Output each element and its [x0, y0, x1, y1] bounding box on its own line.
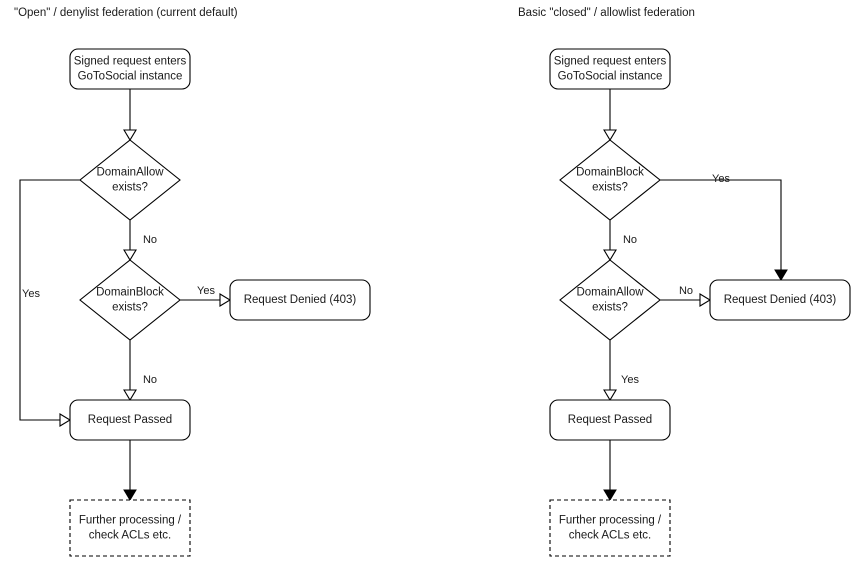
- node-label-line: exists?: [592, 302, 628, 314]
- domain-allow-decision-shape: [79, 139, 181, 221]
- node-label-line: DomainBlock: [96, 287, 164, 299]
- request-denied-node: Request Denied (403): [229, 279, 371, 321]
- edge-domainblock-yes-to-denied: Yes: [180, 285, 232, 307]
- arrowhead-icon: [603, 489, 617, 501]
- arrowhead-icon: [603, 129, 617, 142]
- node-label-line: exists?: [112, 302, 148, 314]
- edge-label: Yes: [712, 173, 730, 185]
- edge-domainblock-yes-to-denied: Yes: [660, 173, 788, 281]
- node-label-line: Request Denied (403): [244, 294, 357, 306]
- request-passed-node: Request Passed: [69, 399, 191, 441]
- arrowhead-icon: [123, 389, 137, 402]
- further-processing-node-shape: [69, 499, 191, 557]
- request-passed-node-shape: [549, 399, 671, 441]
- node-label-line: exists?: [112, 182, 148, 194]
- node-label-line: check ACLs etc.: [89, 530, 171, 542]
- edge-label: Yes: [621, 374, 639, 386]
- edge-domainallow-no-to-denied: No: [660, 285, 712, 307]
- request-denied-node-shape: [709, 279, 851, 321]
- node-label-line: Request Passed: [88, 414, 172, 426]
- node-label-line: check ACLs etc.: [569, 530, 651, 542]
- edge-start-to-domainblock: [603, 89, 617, 142]
- request-denied-node: Request Denied (403): [709, 279, 851, 321]
- edge-label: Yes: [197, 285, 215, 297]
- arrowhead-icon: [774, 269, 788, 281]
- arrowhead-icon: [123, 249, 137, 262]
- domain-block-decision-shape: [79, 259, 181, 341]
- flowchart-title: Basic "closed" / allowlist federation: [518, 7, 695, 19]
- arrowhead-icon: [699, 293, 712, 307]
- node-label-line: exists?: [592, 182, 628, 194]
- node-label-line: Further processing /: [559, 515, 662, 527]
- edge-domainallow-yes-to-passed-line: [19, 179, 80, 421]
- node-label-line: GoToSocial instance: [558, 71, 663, 83]
- further-processing-node-shape: [549, 499, 671, 557]
- arrowhead-icon: [59, 413, 72, 427]
- edge-domainblock-no-to-domainallow: No: [603, 220, 637, 262]
- domain-block-decision-shape: [559, 139, 661, 221]
- node-label-line: DomainBlock: [576, 167, 644, 179]
- arrowhead-icon: [123, 489, 137, 501]
- edge-label: No: [623, 234, 637, 246]
- arrowhead-icon: [123, 129, 137, 142]
- flowchart-closed-allowlist: Basic "closed" / allowlist federationYes…: [518, 7, 851, 557]
- flowchart-open-denylist: "Open" / denylist federation (current de…: [14, 7, 371, 557]
- further-processing-node: Further processing / check ACLs etc.: [69, 499, 191, 557]
- edge-label: No: [143, 374, 157, 386]
- domain-block-decision: DomainBlock exists?: [79, 259, 181, 341]
- arrowhead-icon: [603, 249, 617, 262]
- further-processing-node: Further processing / check ACLs etc.: [549, 499, 671, 557]
- flowchart-title: "Open" / denylist federation (current de…: [14, 7, 238, 19]
- edge-domainallow-yes-to-passed: Yes: [19, 179, 80, 427]
- node-label-line: GoToSocial instance: [78, 71, 183, 83]
- domain-allow-decision: DomainAllow exists?: [79, 139, 181, 221]
- edge-passed-to-further: [123, 440, 137, 501]
- domain-allow-decision: DomainAllow exists?: [559, 259, 661, 341]
- arrowhead-icon: [219, 293, 232, 307]
- edge-label: Yes: [22, 288, 40, 300]
- node-label-line: DomainAllow: [96, 167, 164, 179]
- edge-start-to-domainallow: [123, 89, 137, 142]
- node-label-line: Request Denied (403): [724, 294, 837, 306]
- edge-domainblock-yes-to-denied-line: [660, 179, 782, 274]
- signed-request-node-shape: [549, 48, 671, 90]
- node-label-line: Request Passed: [568, 414, 652, 426]
- signed-request-node-shape: [69, 48, 191, 90]
- domain-allow-decision-shape: [559, 259, 661, 341]
- request-denied-node-shape: [229, 279, 371, 321]
- node-label-line: DomainAllow: [576, 287, 644, 299]
- edge-label: No: [143, 234, 157, 246]
- node-label-line: Signed request enters: [554, 56, 667, 68]
- domain-block-decision: DomainBlock exists?: [559, 139, 661, 221]
- node-label-line: Further processing /: [79, 515, 182, 527]
- node-label-line: Signed request enters: [74, 56, 187, 68]
- arrowhead-icon: [603, 389, 617, 402]
- edge-domainblock-no-to-passed: No: [123, 340, 157, 402]
- edge-domainallow-no-to-domainblock: No: [123, 220, 157, 262]
- edge-label: No: [679, 285, 693, 297]
- edge-passed-to-further: [603, 440, 617, 501]
- edge-domainallow-yes-to-passed: Yes: [603, 340, 639, 402]
- request-passed-node-shape: [69, 399, 191, 441]
- request-passed-node: Request Passed: [549, 399, 671, 441]
